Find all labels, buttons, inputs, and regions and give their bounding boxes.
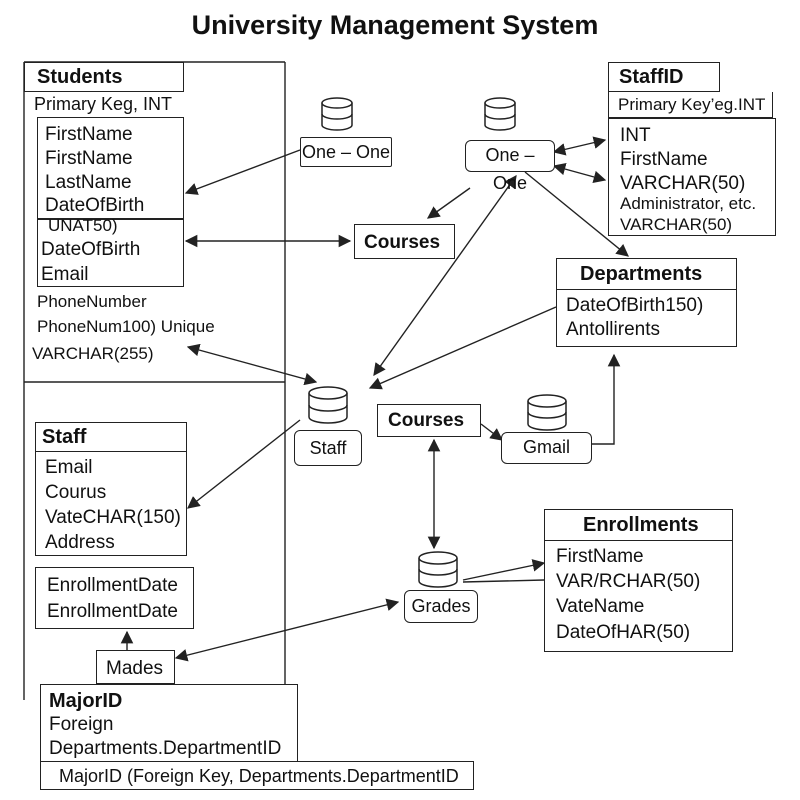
connector-courses-gmail	[480, 423, 504, 441]
students-loose-field: VARCHAR(255)	[32, 344, 154, 363]
students-header: Students	[37, 66, 123, 88]
connector-grades-enrollments-b	[462, 579, 545, 583]
enrollments-field: DateOfHAR(50)	[556, 622, 691, 643]
students-fields-box: FirstName FirstName LastName DateOfBirth	[37, 117, 184, 219]
departments-fields-box: DateOfBirth150) Antollirents	[556, 289, 737, 347]
majorid-field: Departments.DepartmentID	[49, 738, 282, 759]
students-extra-field: DateOfBirth	[41, 239, 141, 260]
staffid-field: VARCHAR(50)	[620, 173, 746, 194]
majorid-field: Foreign	[49, 714, 114, 735]
staffid-fields-box: INT FirstName VARCHAR(50) Administrator,…	[608, 118, 776, 236]
database-icon	[484, 97, 516, 131]
staffid-field: FirstName	[620, 149, 708, 170]
staffid-header-box: StaffID	[608, 62, 720, 92]
diagram-title: University Management System	[191, 10, 599, 40]
staffid-pk-box: Primary Key’eg.INT	[608, 92, 773, 118]
connector-oneone-courses	[426, 187, 471, 219]
students-loose-field: PhoneNumber	[37, 292, 147, 311]
students-extra-box: UNAT50) DateOfBirth Email	[37, 216, 184, 287]
enrollments-header: Enrollments	[583, 514, 699, 536]
majorid-header: MajorID	[49, 690, 123, 712]
enrollments-field: FirstName	[556, 546, 644, 567]
staff-field: VateCHAR(150)	[45, 507, 181, 528]
staffid-field: VARCHAR(50)	[620, 215, 733, 234]
staff-field: Email	[45, 457, 93, 478]
relation-one-one-right: One – One	[465, 140, 555, 193]
enrollments-field: VateName	[556, 596, 645, 617]
database-icon	[308, 386, 348, 424]
relation-gmail: Gmail	[501, 432, 592, 464]
majorid-box: MajorID Foreign Departments.DepartmentID	[40, 684, 298, 762]
database-icon	[418, 551, 458, 588]
connector-varchar-staff	[186, 343, 318, 386]
students-field: LastName	[45, 172, 132, 193]
relation-one-one-left: One – One	[300, 137, 392, 167]
mades-label: Mades	[106, 658, 164, 679]
connector-gmail-departments	[592, 353, 621, 445]
database-icon	[321, 97, 353, 131]
departments-field: DateOfBirth150)	[566, 295, 704, 316]
majorid-footer-box: MajorID (Foreign Key, Departments.Depart…	[40, 761, 474, 790]
courses-label-mid: Courses	[388, 410, 465, 431]
database-icon	[527, 394, 567, 431]
mades-box: Mades	[96, 650, 175, 684]
staff-header-box: Staff	[35, 422, 187, 452]
staffid-header: StaffID	[619, 66, 684, 88]
students-extra-field: Email	[41, 264, 89, 285]
connector-oneone-departments	[524, 171, 629, 257]
connector-oneone-to-students	[184, 149, 301, 195]
enrollments-header-box: Enrollments	[544, 509, 733, 541]
connector-oneone-staffid-b	[552, 162, 607, 184]
staff-field: Address	[45, 532, 115, 553]
enrollmentdate-field: EnrollmentDate	[47, 575, 178, 596]
relation-staff: Staff	[294, 430, 362, 466]
departments-header: Departments	[580, 263, 703, 285]
staffid-field: Administrator, etc.	[620, 194, 757, 213]
enrollments-field: VAR/RCHAR(50)	[556, 571, 701, 592]
staff-header: Staff	[42, 426, 87, 448]
connector-grades-enrollments-a	[462, 559, 546, 581]
staffid-field: INT	[620, 125, 651, 146]
students-field: FirstName	[45, 148, 133, 169]
staff-fields-box: Email Courus VateCHAR(150) Address	[35, 451, 187, 556]
students-loose-field: PhoneNum100) Unique	[37, 317, 215, 336]
majorid-footer: MajorID (Foreign Key, Departments.Depart…	[59, 766, 459, 786]
courses-label-top: Courses	[364, 232, 441, 253]
connector-mades-grades	[174, 598, 400, 662]
enrollmentdate-field: EnrollmentDate	[47, 601, 178, 622]
connector-oneone-staff	[373, 174, 517, 377]
departments-header-box: Departments	[556, 258, 737, 290]
enrollmentdate-box: EnrollmentDate EnrollmentDate	[35, 567, 194, 629]
connector-departments-staff	[368, 306, 557, 390]
relation-grades: Grades	[404, 590, 478, 623]
connector-staff-stafftable	[187, 419, 301, 509]
courses-box-mid: Courses	[377, 404, 481, 437]
staffid-primary-key: Primary Key’eg.INT	[618, 95, 766, 114]
students-header-box: Students	[24, 62, 184, 92]
courses-box-top: Courses	[354, 224, 455, 259]
students-extra-field: UNAT50)	[48, 216, 118, 235]
students-field: DateOfBirth	[45, 195, 145, 216]
staff-field: Courus	[45, 482, 107, 503]
enrollments-fields-box: FirstName VAR/RCHAR(50) VateName DateOfH…	[544, 540, 733, 652]
students-field: FirstName	[45, 124, 133, 145]
connector-oneone-staffid-a	[552, 136, 607, 156]
students-primary-key: Primary Keg, INT	[34, 94, 173, 114]
departments-field: Antollirents	[566, 319, 660, 340]
